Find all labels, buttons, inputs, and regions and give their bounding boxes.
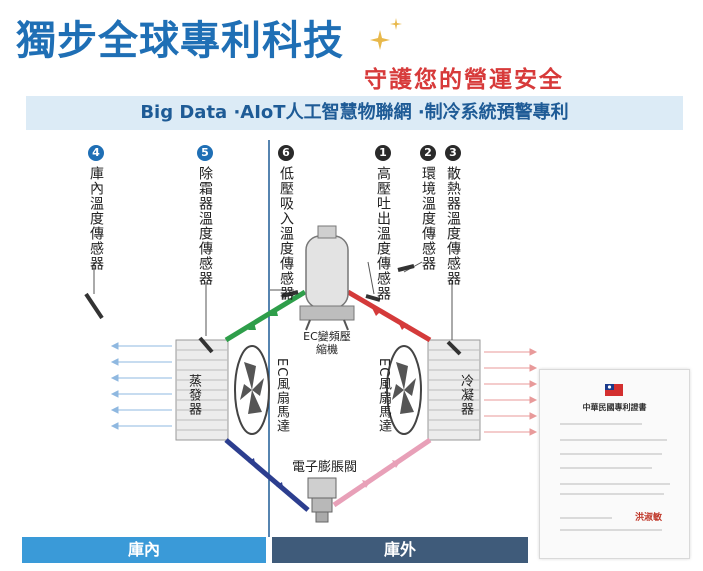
cold-air-arrows [110, 342, 172, 430]
warm-air-arrows [484, 348, 538, 436]
zone-inside-bar: 庫內 [22, 537, 266, 563]
banner-text: Big Data ·AIoT人工智慧物聯網 ·制冷系統預警專利 [140, 102, 569, 123]
sensor-probes [84, 264, 462, 356]
sensor-badge-3: 3 [445, 145, 461, 161]
certificate-title: 中華民國專利證書 [582, 403, 647, 412]
sensor-badge-1: 1 [375, 145, 391, 161]
banner: Big Data ·AIoT人工智慧物聯網 ·制冷系統預警專利 [26, 96, 683, 130]
sensor-label-defrost-temp: 除霜器溫度傳感器 [197, 166, 213, 286]
certificate-text-lines [560, 423, 670, 531]
sensor-label-radiator-temp: 散熱器溫度傳感器 [445, 166, 461, 286]
sensor-label-discharge-temp: 高壓吐出溫度傳感器 [375, 166, 391, 301]
zone-outside-bar: 庫外 [272, 537, 528, 563]
fan-left-icon [234, 345, 270, 435]
valve-label: 電子膨脹閥 [292, 460, 358, 475]
compressor-icon [299, 225, 355, 331]
fan-right-icon [386, 345, 422, 435]
fan-right-label: EC風扇馬達 [376, 358, 391, 434]
condenser-label: 冷凝器 [458, 374, 473, 416]
evaporator-coil [175, 339, 229, 441]
patent-certificate: 中華民國專利證書 洪淑敏 [539, 369, 690, 559]
sensor-badge-4: 4 [88, 145, 104, 161]
headline: 獨步全球專利科技 [16, 18, 344, 64]
subhead: 守護您的營運安全 [364, 67, 564, 93]
sensor-badge-5: 5 [197, 145, 213, 161]
sensor-badge-2: 2 [420, 145, 436, 161]
compressor-label: EC變頻壓縮機 [303, 330, 351, 356]
discharge-line [346, 289, 432, 343]
condenser-coil [427, 339, 481, 441]
sensor-label-suction-temp: 低壓吸入溫度傳感器 [278, 166, 294, 301]
sensor-pointers [93, 261, 453, 340]
suction-line [224, 289, 307, 343]
certificate-seal: 洪淑敏 [635, 513, 663, 523]
sensor-label-ambient-temp: 環境溫度傳感器 [420, 166, 436, 271]
sensor-badge-6: 6 [278, 145, 294, 161]
expansion-valve-icon [307, 477, 337, 523]
sparkle-icon [370, 18, 402, 50]
liquid-line-pink [332, 437, 432, 508]
evaporator-label: 蒸發器 [186, 374, 201, 416]
sensor-label-indoor-temp: 庫內溫度傳感器 [88, 166, 104, 271]
flag-icon [605, 384, 623, 396]
liquid-line-blue [224, 438, 310, 512]
fan-left-label: EC風扇馬達 [274, 358, 289, 434]
